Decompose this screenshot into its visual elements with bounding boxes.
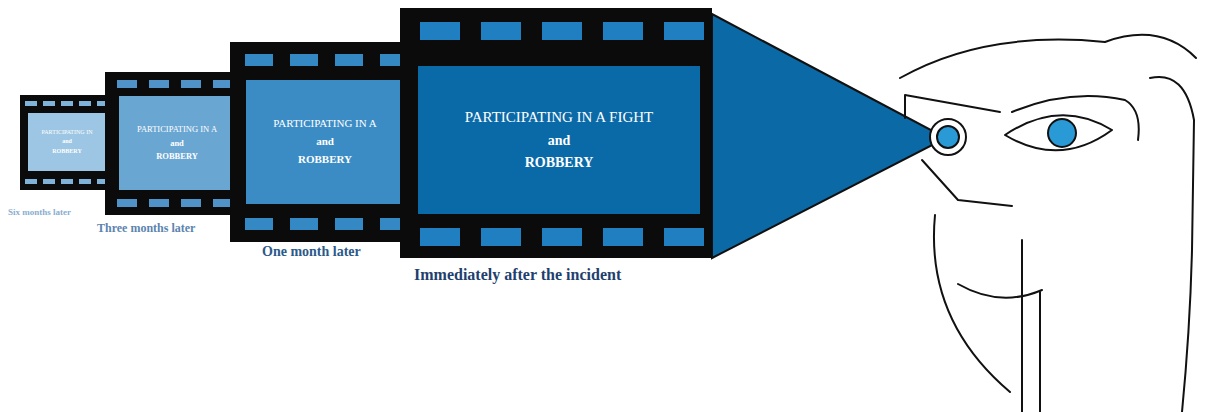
- sprocket-hole: [245, 54, 273, 66]
- scene-text: ROBBERY: [525, 154, 594, 172]
- scene-text: PARTICIPATING IN A: [137, 124, 217, 135]
- frame-text: PARTICIPATING IN A andROBBERY: [123, 96, 231, 190]
- sprocket-hole: [481, 228, 521, 246]
- film-frame: PARTICIPATING IN A FIGHTandROBBERYImmedi…: [400, 8, 712, 258]
- film-frame: PARTICIPATING IN AandROBBERYOne month la…: [230, 42, 420, 242]
- scene-text: ROBBERY: [156, 151, 198, 162]
- projection-beam: [712, 14, 946, 258]
- nose-line: [1039, 292, 1041, 412]
- sprocket-hole: [79, 101, 91, 106]
- film-frame: PARTICIPATING IN AandROBBERYThree months…: [105, 72, 245, 215]
- scene-text: PARTICIPATING IN: [41, 129, 92, 137]
- scene-text: and: [548, 132, 571, 150]
- scene-text: and: [62, 138, 72, 146]
- sprocket-hole: [420, 22, 460, 40]
- sprocket-hole: [79, 179, 91, 184]
- sprocket-hole: [603, 22, 643, 40]
- sprocket-hole: [290, 218, 318, 230]
- film-screen: PARTICIPATING INandROBBERY: [28, 113, 110, 171]
- mouth-line: [958, 284, 1042, 298]
- left-eye: [930, 119, 966, 155]
- film-screen: PARTICIPATING IN A andROBBERY: [246, 80, 420, 204]
- sprocket-hole: [420, 228, 460, 246]
- frame-text: PARTICIPATING IN A FIGHT andROBBERY: [418, 66, 700, 214]
- scene-text: PARTICIPATING IN A: [273, 117, 377, 131]
- sprocket-hole: [149, 80, 169, 88]
- time-caption: Three months later: [97, 221, 195, 236]
- left-iris: [937, 126, 959, 148]
- time-caption: Six months later: [8, 207, 71, 217]
- sprocket-hole: [542, 228, 582, 246]
- sprocket-hole: [335, 54, 363, 66]
- right-eye: [1005, 115, 1112, 150]
- scene-text: and: [316, 135, 334, 149]
- sprocket-hole: [61, 101, 73, 106]
- film-screen: PARTICIPATING IN A andROBBERY: [119, 96, 245, 190]
- right-iris: [1048, 119, 1076, 147]
- sprocket-hole: [25, 179, 37, 184]
- sprocket-hole: [117, 199, 137, 207]
- left-brow: [905, 95, 1000, 118]
- time-caption: Immediately after the incident: [414, 266, 621, 284]
- sprocket-hole: [664, 22, 704, 40]
- sprocket-hole: [603, 228, 643, 246]
- sprocket-hole: [181, 199, 201, 207]
- frame-text: PARTICIPATING INandROBBERY: [30, 113, 104, 171]
- nose-line: [1021, 240, 1023, 412]
- frame-text: PARTICIPATING IN A andROBBERY: [252, 80, 398, 204]
- sprocket-hole: [481, 22, 521, 40]
- head-top: [900, 35, 1196, 78]
- sprocket-hole: [245, 218, 273, 230]
- scene-text: PARTICIPATING IN A FIGHT: [465, 108, 653, 127]
- film-frame: PARTICIPATING INandROBBERYSix months lat…: [20, 95, 110, 190]
- scene-text: ROBBERY: [298, 153, 352, 167]
- face-outline: [900, 35, 1196, 412]
- time-caption: One month later: [262, 244, 361, 260]
- sprocket-hole: [117, 80, 137, 88]
- head-right: [1150, 77, 1194, 412]
- sprocket-hole: [664, 228, 704, 246]
- sprocket-hole: [43, 101, 55, 106]
- left-cheek: [922, 160, 1012, 206]
- sprocket-hole: [335, 218, 363, 230]
- sprocket-hole: [149, 199, 169, 207]
- sprocket-hole: [43, 179, 55, 184]
- sprocket-hole: [181, 80, 201, 88]
- scene-text: and: [170, 138, 184, 149]
- film-screen: PARTICIPATING IN A FIGHT andROBBERY: [418, 66, 700, 214]
- sprocket-hole: [61, 179, 73, 184]
- sprocket-hole: [290, 54, 318, 66]
- sprocket-hole: [542, 22, 582, 40]
- sprocket-hole: [25, 101, 37, 106]
- jaw-line: [934, 215, 1010, 392]
- scene-text: ROBBERY: [52, 148, 81, 156]
